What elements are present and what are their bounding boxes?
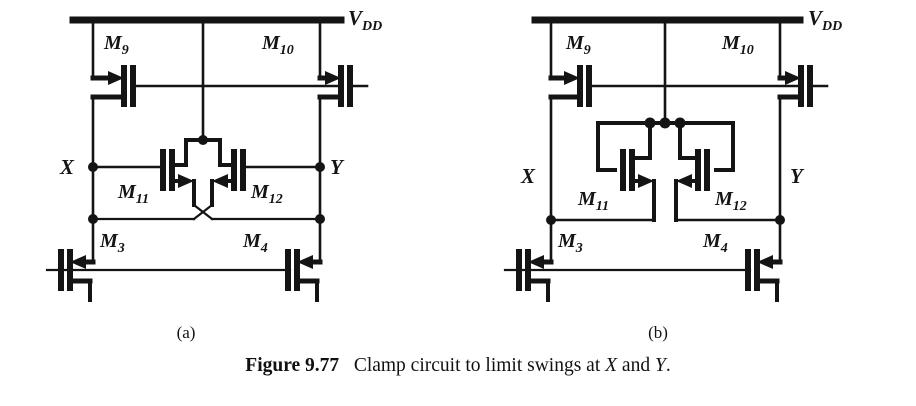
panel-a-m10-source-arrow <box>325 71 341 85</box>
panel-b-caption: (b) <box>648 323 668 342</box>
panel-b-m4-source-arrow <box>757 255 773 269</box>
panel-a-m3-label: M3 <box>99 230 125 256</box>
panel-b-m10-label: M10 <box>721 32 754 58</box>
panel-a-y-node-dot <box>315 162 325 172</box>
panel-b-node-dot-center <box>659 117 671 129</box>
panel-b-vdd-label: VDD <box>808 6 842 34</box>
panel-b-m11-label: M11 <box>577 188 609 214</box>
panel-a-m9-source-arrow <box>108 71 124 85</box>
panel-a-crossover-right <box>192 203 214 221</box>
caption-var-y: Y <box>654 355 666 376</box>
panel-a-m9-label: M9 <box>103 32 129 58</box>
figure-caption: Figure 9.77 Clamp circuit to limit swing… <box>0 355 916 377</box>
panel-b-m10-source-arrow <box>785 71 801 85</box>
caption-var-x: X <box>605 355 618 376</box>
panel-a-m12-drain-arrow <box>212 174 228 188</box>
panel-b-x-label: X <box>520 164 536 188</box>
panel-b-m3-label: M3 <box>557 230 583 256</box>
panel-a-m12-label: M12 <box>250 181 283 207</box>
panel-a-circuit <box>45 16 369 302</box>
panel-b-m9-source-arrow <box>564 71 580 85</box>
panel-b-circuit <box>503 16 829 302</box>
panel-b-m12-label: M12 <box>714 188 747 214</box>
panel-b-m4-label: M4 <box>702 230 728 256</box>
panel-a-m11-label: M11 <box>117 181 149 207</box>
panel-b-m12-drain-arrow <box>676 174 692 188</box>
panel-a-m3-source-arrow <box>70 255 86 269</box>
panel-a-x-lower-dot <box>88 214 98 224</box>
caption-text-before: Clamp circuit to limit swings at <box>353 355 606 376</box>
panel-a-m4-label: M4 <box>242 230 268 256</box>
panel-b-m9-label: M9 <box>565 32 591 58</box>
panel-a-m11-drain-arrow <box>178 174 194 188</box>
panel-b-m11-drain-arrow <box>638 174 654 188</box>
panel-a-x-node-dot <box>88 162 98 172</box>
panel-a-vdd-label: VDD <box>348 6 382 34</box>
caption-text-after: . <box>665 355 671 376</box>
panel-b-m3-source-arrow <box>528 255 544 269</box>
panel-a-m4-source-arrow <box>297 255 313 269</box>
panel-b-y-label: Y <box>790 164 805 188</box>
panel-a-m10-label: M10 <box>261 32 294 58</box>
figure-number: Figure 9.77 <box>245 355 340 376</box>
caption-text-between: and <box>617 355 655 376</box>
panel-a-y-lower-dot <box>315 214 325 224</box>
panel-a-caption: (a) <box>177 323 196 342</box>
panel-a-x-label: X <box>59 155 75 179</box>
panel-a-y-label: Y <box>330 155 345 179</box>
